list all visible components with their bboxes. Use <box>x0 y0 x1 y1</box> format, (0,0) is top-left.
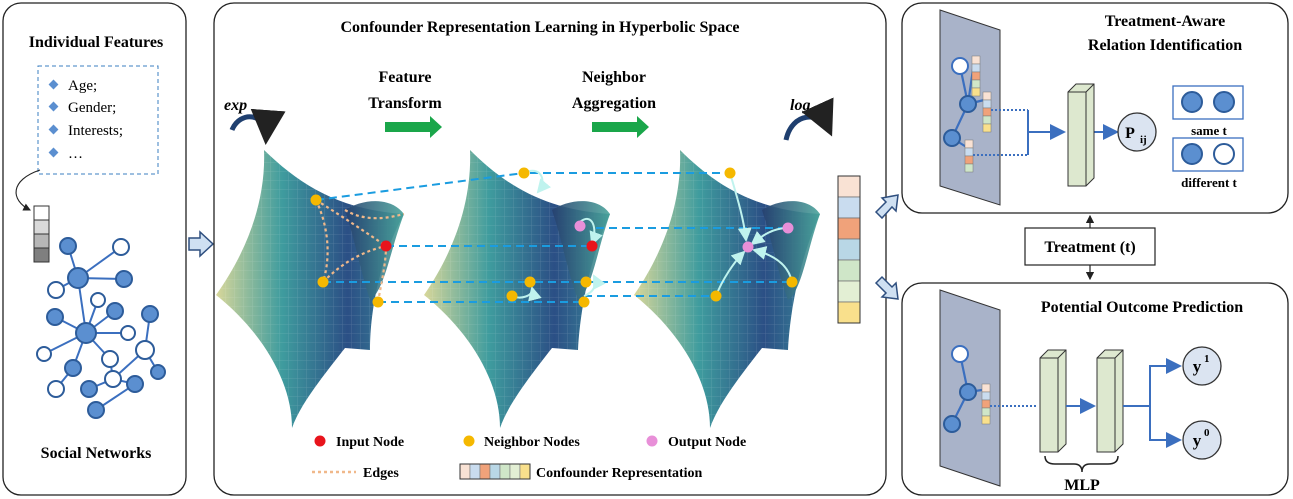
y0-node <box>1182 420 1222 460</box>
pij-label: P <box>1125 125 1135 142</box>
log-label: log <box>790 97 810 114</box>
y1-node <box>1182 346 1222 386</box>
hyperbolic-surface-2 <box>424 150 610 428</box>
feature-item: Interests; <box>68 123 123 139</box>
green-arrow-1 <box>385 116 442 138</box>
mlp-layer-2 <box>1096 349 1124 453</box>
mlp-layer-1 <box>1039 349 1067 453</box>
mlp-label: MLP <box>1064 477 1100 494</box>
neighbor-label: Neighbor <box>582 69 646 86</box>
relation-layer <box>1067 83 1095 187</box>
green-arrow-2 <box>592 116 649 138</box>
center-panel: Confounder Representation Learning in Hy… <box>213 2 887 496</box>
feature-vector <box>33 205 50 263</box>
transform-label: Transform <box>368 95 442 112</box>
exp-label: exp <box>224 97 247 114</box>
treatment-aware-title-1: Treatment-Aware <box>1105 13 1226 30</box>
same-t-label: same t <box>1191 123 1227 138</box>
block-arrow-center-top <box>874 194 899 220</box>
block-arrow-left-center <box>188 230 215 258</box>
legend-output-node: Output Node <box>668 435 746 450</box>
bottom-right-panel: Potential Outcome Prediction y 1 y 0 MLP <box>901 282 1289 496</box>
legend: Input Node Neighbor Nodes Output Node Ed… <box>312 435 746 481</box>
potential-outcome-title: Potential Outcome Prediction <box>1041 299 1243 316</box>
treatment-label: Treatment (t) <box>1044 239 1135 256</box>
exp-curved-arrow <box>229 108 286 145</box>
hyperbolic-surface-1 <box>216 150 404 428</box>
center-title: Confounder Representation Learning in Hy… <box>341 19 740 36</box>
legend-edges: Edges <box>363 466 399 481</box>
nodes-surface-3 <box>710 167 798 302</box>
legend-confounder: Confounder Representation <box>536 466 703 481</box>
pij-subscript: ij <box>1140 134 1147 146</box>
y0-superscript: 0 <box>1204 427 1210 439</box>
nodes-surface-1 <box>310 194 392 308</box>
y1-superscript: 1 <box>1204 353 1210 365</box>
legend-input-node-marker <box>314 435 326 447</box>
block-arrow-center-bottom <box>874 275 899 300</box>
feature-item: … <box>68 146 83 162</box>
dashed-links <box>315 172 792 303</box>
social-networks-label: Social Networks <box>41 445 152 462</box>
feature-list: Age; Gender; Interests; … <box>48 78 123 162</box>
edges-surface-1 <box>315 199 405 303</box>
y0-label: y <box>1193 431 1202 450</box>
treatment-aware-title-2: Relation Identification <box>1088 37 1242 54</box>
nodes-surface-2 <box>506 167 598 308</box>
legend-output-node-marker <box>646 435 658 447</box>
feature-list-box <box>37 65 159 175</box>
legend-neighbor-node-marker <box>463 435 475 447</box>
feature-item: Age; <box>68 78 97 94</box>
feature-item: Gender; <box>68 100 116 116</box>
legend-neighbor-nodes: Neighbor Nodes <box>484 435 580 450</box>
y1-label: y <box>1193 357 1202 376</box>
different-t-label: different t <box>1181 175 1237 190</box>
treatment-box: Treatment (t) <box>1024 214 1156 281</box>
top-right-panel: Treatment-Aware Relation Identification <box>901 2 1289 214</box>
legend-confounder-marker <box>459 463 531 480</box>
hyperbolic-surface-3 <box>634 150 820 428</box>
left-panel: Individual Features Age; Gender; Interes… <box>2 2 187 496</box>
log-curved-arrow <box>783 97 834 141</box>
curved-arrow <box>15 169 41 211</box>
social-network-nodes <box>36 237 166 419</box>
aggregation-label: Aggregation <box>572 95 656 112</box>
pij-node <box>1117 112 1157 152</box>
mlp-brace <box>1044 455 1119 473</box>
individual-features-title: Individual Features <box>29 34 163 51</box>
confounder-representation-vector <box>837 175 861 324</box>
legend-input-node: Input Node <box>336 435 404 450</box>
plane-vectors <box>964 55 992 173</box>
feature-label: Feature <box>378 69 431 86</box>
